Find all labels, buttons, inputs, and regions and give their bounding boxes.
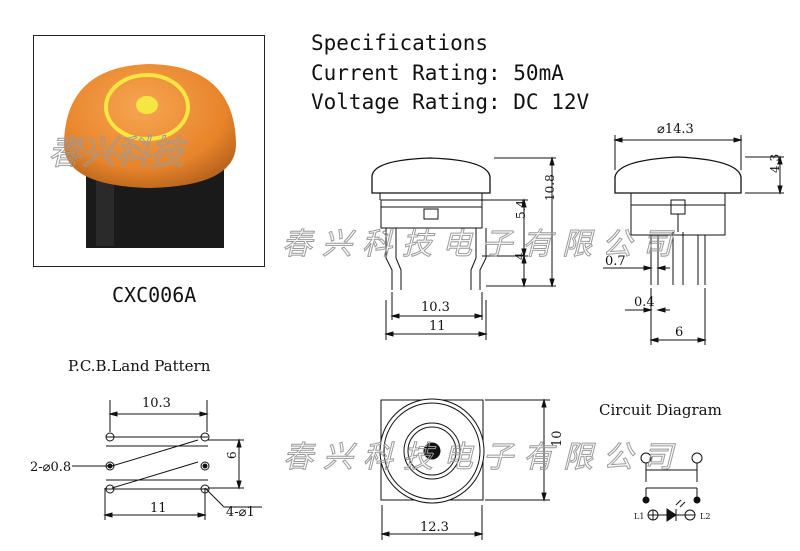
pcb-title: P.C.B.Land Pattern bbox=[68, 357, 211, 375]
dim-pin-width: 0.7 bbox=[605, 254, 626, 269]
pcb-pattern bbox=[72, 400, 262, 520]
pcb-hole-label-right: 4-⌀1 bbox=[226, 505, 255, 520]
dim-height-total: 10.8 bbox=[543, 174, 557, 201]
spec-current: Current Rating: 50mA bbox=[311, 61, 564, 85]
cap-ring bbox=[104, 73, 190, 141]
dim-pin-height: 4 bbox=[513, 252, 527, 260]
dim-top-height: 10 bbox=[550, 430, 565, 447]
company-watermark-1: 春兴科技电子有限公司 bbox=[282, 227, 682, 262]
pcb-hole-label-left: 2-⌀0.8 bbox=[30, 460, 71, 475]
dim-outer-width: 11 bbox=[429, 319, 446, 334]
pcb-top-width: 10.3 bbox=[142, 396, 171, 411]
spec-voltage: Voltage Rating: DC 12V bbox=[311, 90, 590, 114]
dim-cap-height: 4.3 bbox=[768, 154, 782, 173]
circuit-l1: L1 bbox=[634, 512, 644, 521]
circuit-diagram bbox=[640, 452, 703, 522]
cap-dot bbox=[136, 96, 158, 114]
pcb-bottom-width: 11 bbox=[150, 501, 167, 516]
photo-watermark: 春兴科技 bbox=[48, 133, 188, 173]
circuit-title: Circuit Diagram bbox=[599, 401, 722, 419]
spec-heading: Specifications bbox=[311, 31, 489, 55]
dim-body-height: 5.4 bbox=[514, 200, 528, 219]
dim-inner-width: 10.3 bbox=[421, 300, 450, 315]
dim-cap-diameter: ⌀14.3 bbox=[657, 122, 694, 137]
pcb-height: 6 bbox=[225, 451, 239, 459]
model-label: CXC006A bbox=[112, 283, 197, 307]
dim-pin-spacing: 6 bbox=[675, 325, 683, 340]
product-photo-frame: 春兴科技 bbox=[33, 35, 265, 267]
side-view bbox=[371, 156, 556, 340]
company-watermark-2: 春兴科技电子有限公司 bbox=[283, 440, 683, 475]
dim-top-width: 12.3 bbox=[420, 520, 449, 535]
pcb-holes bbox=[105, 432, 210, 494]
circuit-l2: L2 bbox=[700, 512, 710, 521]
top-view bbox=[379, 398, 550, 540]
end-view bbox=[603, 135, 784, 345]
product-photo: 春兴科技 bbox=[48, 64, 236, 248]
dim-pin-thickness: 0.4 bbox=[634, 295, 655, 310]
